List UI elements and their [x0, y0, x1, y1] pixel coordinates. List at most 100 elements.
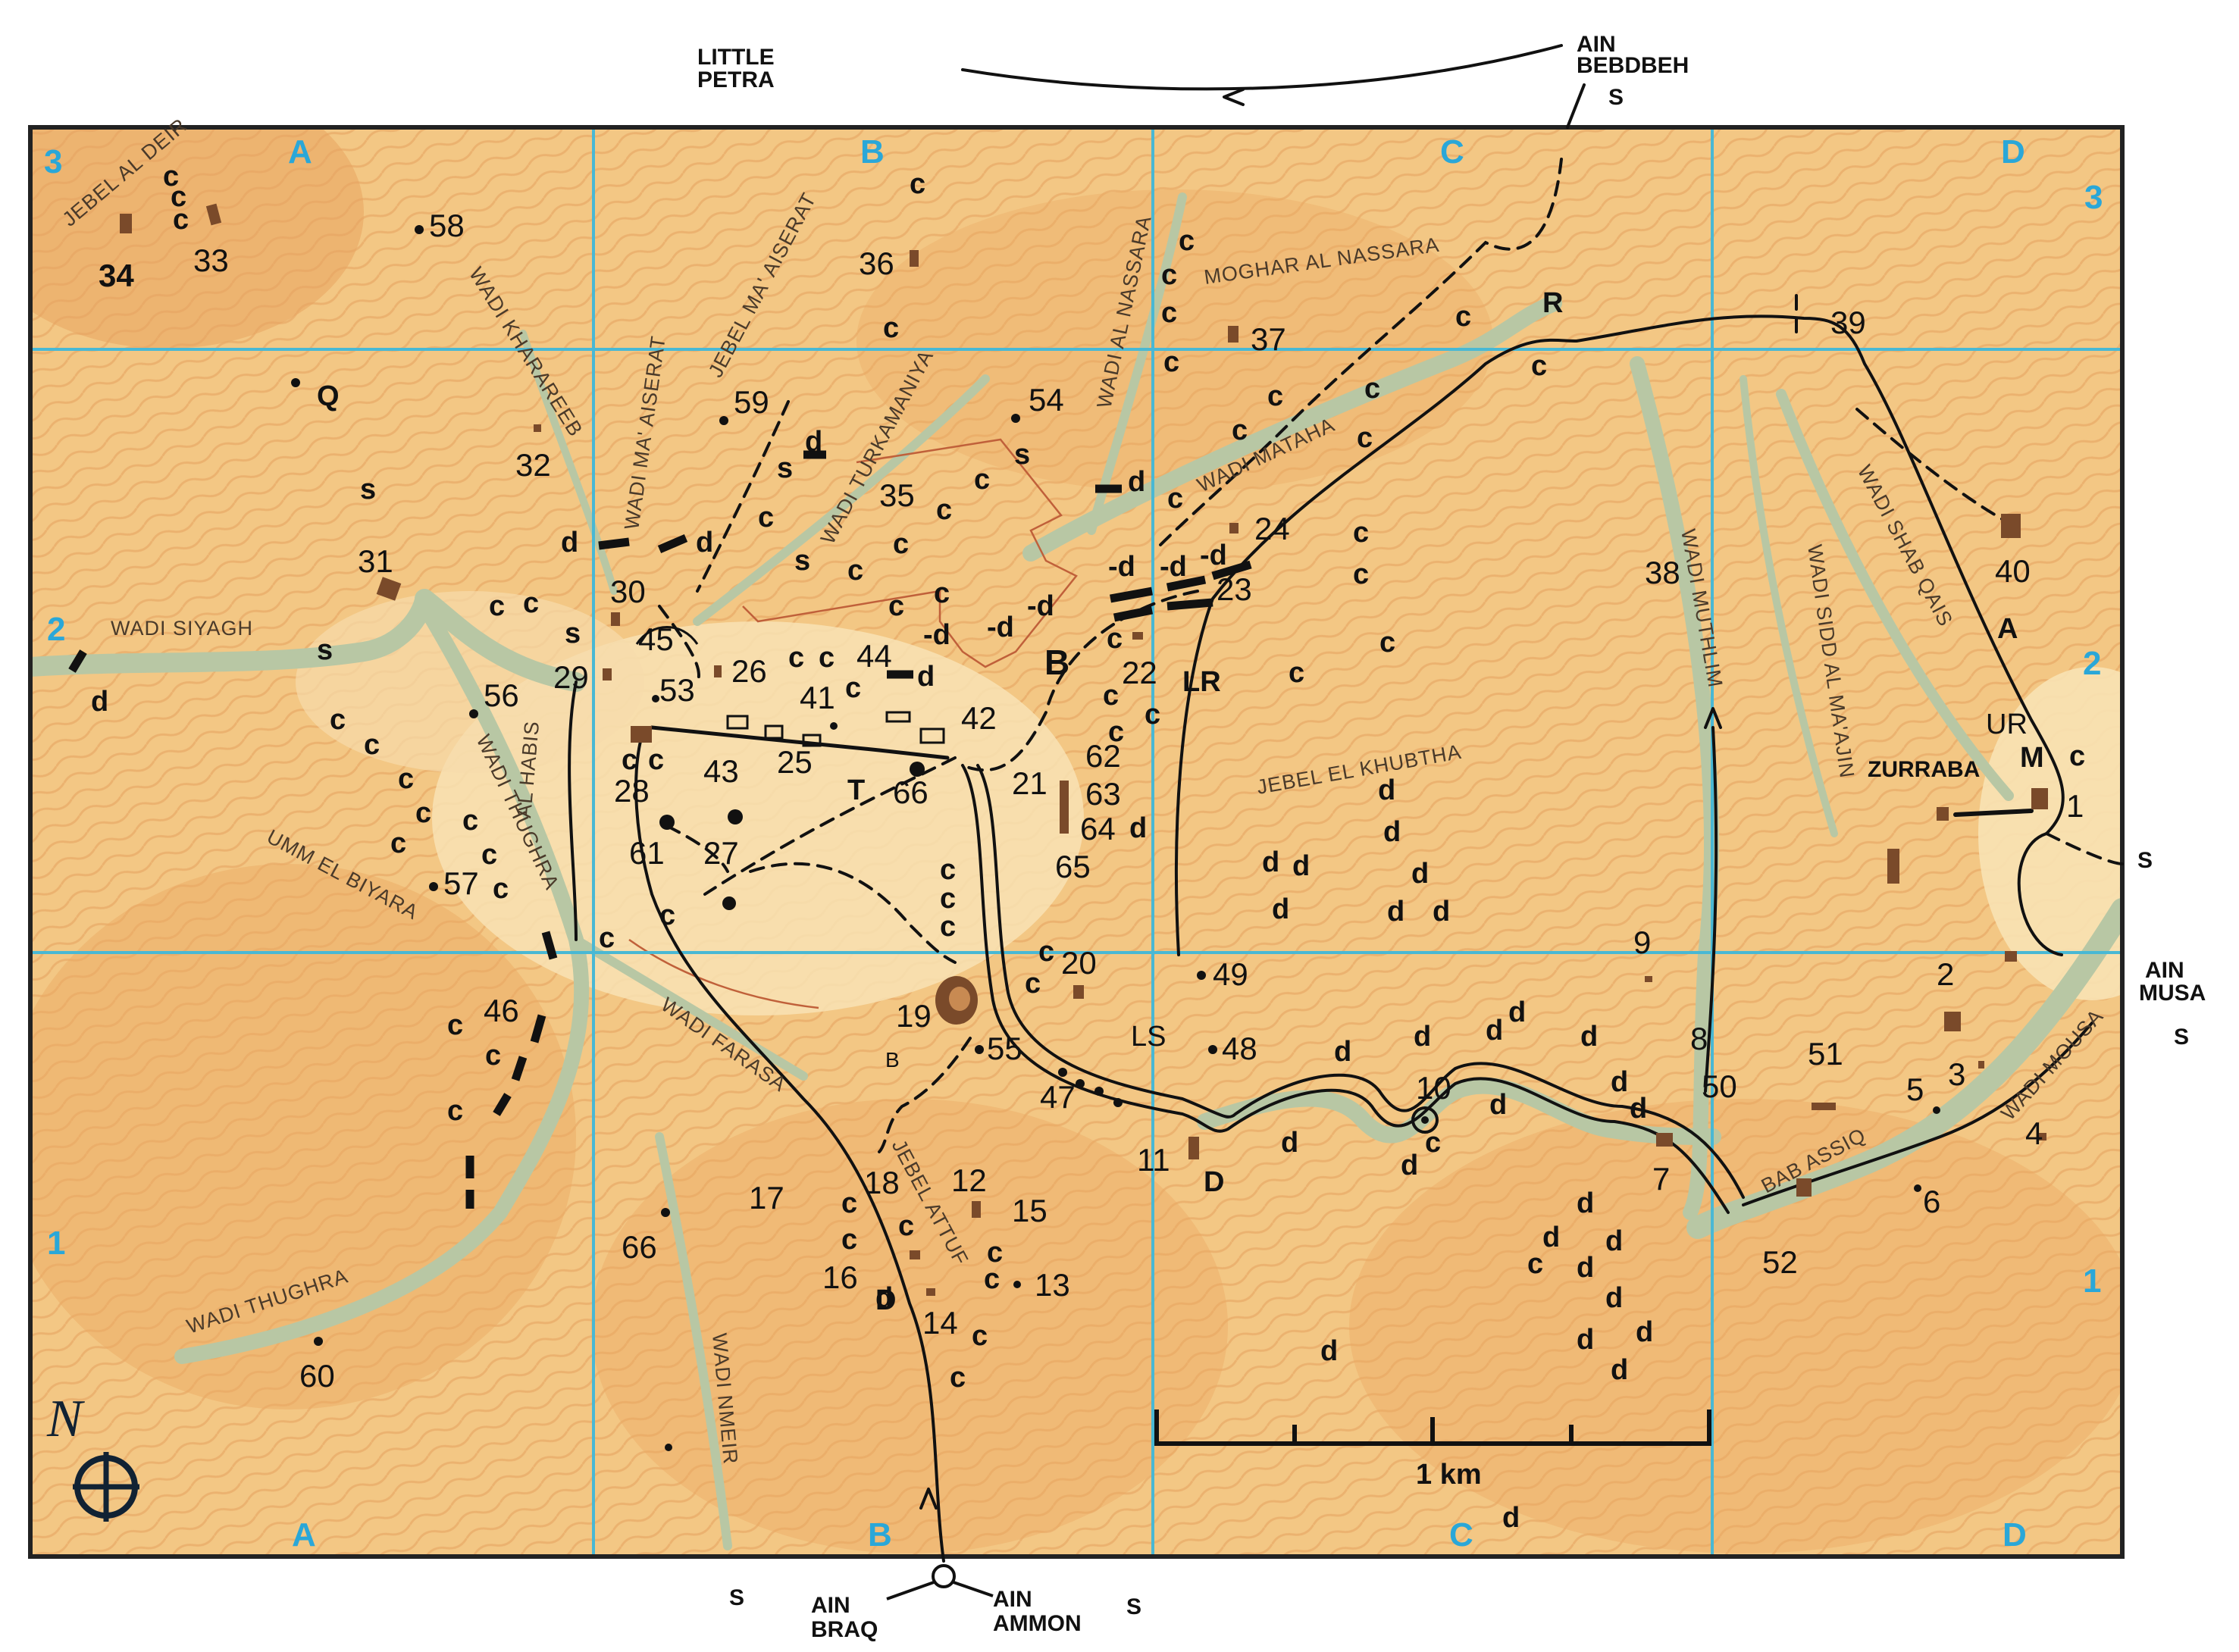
dwelling: d	[1433, 896, 1450, 928]
spring: s	[565, 618, 581, 649]
dwelling: d	[1272, 893, 1289, 925]
cave: c	[415, 797, 431, 829]
label-ain-musa-1: AIN	[2145, 958, 2184, 983]
letter-ur: UR	[1986, 709, 2028, 740]
monument-outlines	[635, 626, 945, 747]
route-zurraba	[1953, 809, 2034, 817]
cave: c	[888, 590, 904, 622]
dot-27	[728, 809, 743, 824]
dash-turkamaniya	[696, 400, 790, 593]
marker-3	[1978, 1061, 1984, 1068]
dot-53	[652, 695, 659, 702]
label-little-petra-1: LITTLE	[697, 45, 775, 70]
wadi-shab-qais-channel	[1776, 389, 2014, 801]
site-9: 9	[1633, 925, 1651, 960]
cave: c	[1145, 699, 1160, 731]
dwelling: d	[1611, 1354, 1628, 1386]
marker-1	[2031, 788, 2048, 809]
site-15: 15	[1012, 1193, 1047, 1228]
cave: c	[1167, 483, 1183, 515]
site-40: 40	[1995, 553, 2031, 589]
letter-lr: LR	[1182, 666, 1221, 698]
cave: c	[841, 1224, 857, 1256]
outline-colonnade-a	[764, 724, 784, 740]
cave: c	[940, 911, 956, 943]
cave: c	[898, 1210, 914, 1242]
place-zurraba: ZURRABA	[1868, 757, 1980, 782]
junction-right	[953, 1581, 994, 1597]
cave: c	[163, 161, 179, 192]
site-30: 30	[610, 574, 646, 609]
cave: c	[1527, 1248, 1543, 1280]
site-57: 57	[443, 865, 479, 901]
marker-31	[376, 577, 402, 601]
label-ammon-s: S	[1126, 1594, 1141, 1619]
dwelling: d	[696, 527, 713, 558]
dwelling: d	[1577, 1252, 1594, 1284]
marker-2b	[2005, 951, 2017, 962]
site-58: 58	[429, 208, 465, 243]
marker-19-inner	[949, 987, 970, 1011]
route-ain-bebdbeh	[1566, 83, 1586, 129]
marker-7	[1656, 1133, 1673, 1147]
letter-r: R	[1542, 287, 1563, 319]
cave-codes: c c c c c c c c c c c c c c c c c c c c …	[163, 161, 2085, 1394]
grid-col-d-top: D	[2001, 133, 2025, 171]
marker-29	[603, 668, 612, 681]
label-ain-bebdbeh-s: S	[1608, 85, 1624, 110]
marker-28	[631, 726, 652, 743]
wall-d7	[1166, 575, 1207, 592]
cave: c	[173, 204, 189, 236]
site-4: 4	[2025, 1115, 2043, 1151]
site-55: 55	[987, 1031, 1022, 1066]
cave: c	[893, 528, 909, 560]
cave: c	[398, 763, 414, 795]
grid-col-a-bottom: A	[292, 1516, 316, 1553]
grid-col-b-bottom: B	[868, 1516, 892, 1553]
cave: c	[462, 805, 478, 837]
dash-farasa	[878, 1037, 972, 1153]
cave: c	[1107, 623, 1123, 655]
spring: s	[317, 634, 333, 666]
marker-36	[910, 250, 919, 267]
marker-65	[1060, 781, 1069, 834]
cave: c	[364, 729, 380, 761]
grid-col-b-top: B	[860, 133, 885, 171]
site-25: 25	[777, 744, 813, 780]
label-ain-bebdbeh-2: BEBDBEH	[1577, 53, 1689, 78]
site-64: 64	[1080, 811, 1116, 846]
cave: c	[841, 1187, 857, 1219]
site-11: 11	[1137, 1142, 1170, 1178]
dwelling: d	[1577, 1187, 1594, 1219]
dash-habis	[658, 605, 700, 684]
site-10: 10	[1416, 1070, 1451, 1106]
cave: c	[171, 181, 186, 213]
cave: c	[758, 502, 774, 533]
dwelling: d	[805, 426, 822, 458]
terrain-dark-se	[1349, 1099, 2122, 1553]
cave: c	[1103, 680, 1119, 712]
map-frame	[28, 125, 2125, 1559]
dot-47a	[1058, 1068, 1067, 1077]
cave: c	[1179, 225, 1195, 257]
wall-d2	[657, 533, 688, 554]
site-35: 35	[879, 477, 915, 513]
grid-row-1-right: 1	[2083, 1262, 2101, 1300]
label-ain-braq-2: BRAQ	[811, 1617, 878, 1642]
marker-11	[1188, 1137, 1199, 1159]
route-west	[568, 681, 578, 941]
wall-w1	[541, 931, 558, 960]
dwelling: d	[1334, 1036, 1351, 1068]
marker-zurraba-b	[1887, 849, 1899, 884]
cave: c	[1108, 716, 1124, 748]
cave: c	[1161, 297, 1177, 329]
place-wadi-siyagh: WADI SIYAGH	[111, 617, 253, 640]
wall-d10	[1166, 598, 1213, 611]
label-little-petra-2: PETRA	[697, 67, 775, 92]
marker-52	[1796, 1178, 1812, 1197]
cave: c	[390, 828, 406, 859]
dwelling: d	[1636, 1316, 1653, 1348]
spring: s	[777, 452, 793, 484]
cave: c	[934, 577, 950, 609]
